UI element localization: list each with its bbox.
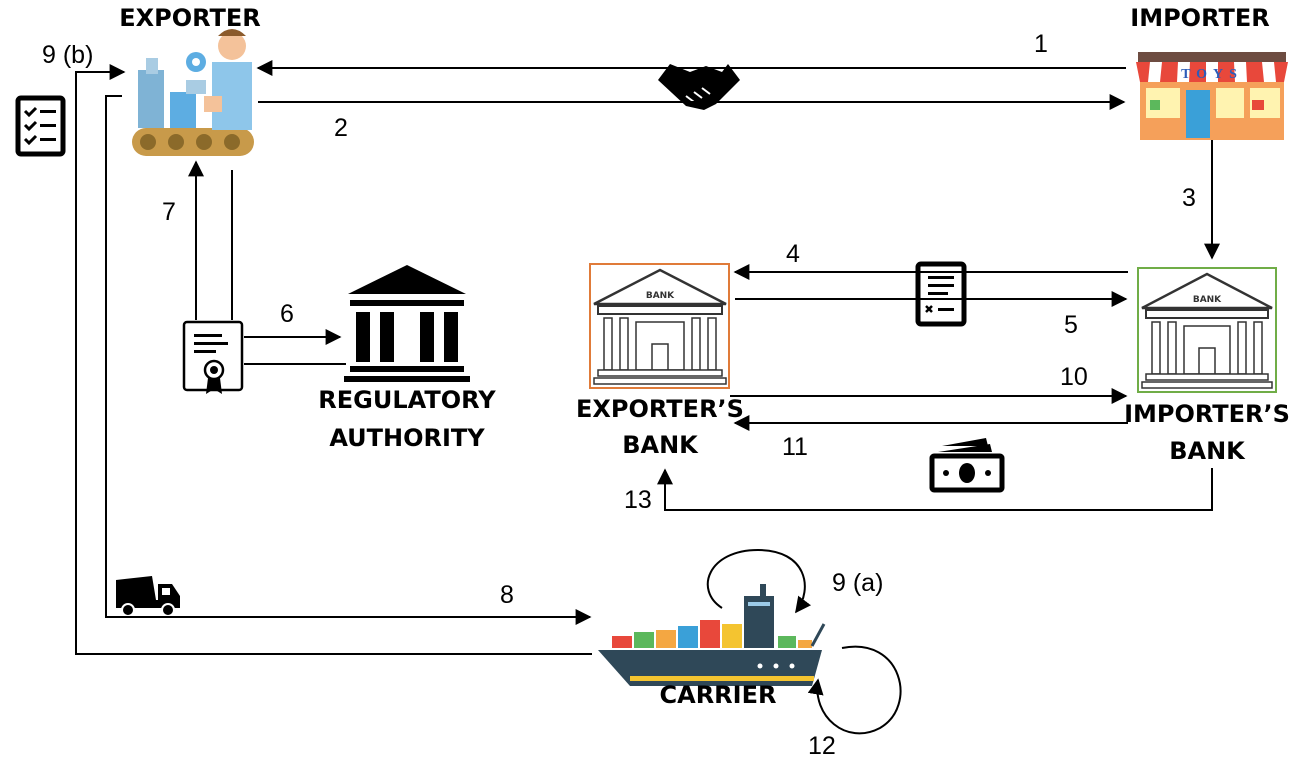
regulatory-label-line2: AUTHORITY	[329, 424, 485, 452]
bank-sign-text: BANK	[646, 291, 675, 301]
regulatory-label-line1: REGULATORY	[318, 386, 496, 414]
step-4-label: 4	[786, 240, 800, 268]
importers-bank-label-line1: IMPORTER’S	[1124, 400, 1290, 428]
exporters-bank-label-line1: EXPORTER’S	[576, 395, 744, 423]
importer-label: IMPORTER	[1130, 4, 1269, 32]
loop-step-12	[807, 645, 902, 735]
arrow-step-9b	[75, 64, 592, 655]
certificate-icon	[182, 320, 244, 394]
truck-icon	[116, 576, 180, 617]
step-9a-label: 9 (a)	[832, 569, 883, 597]
step-5-label: 5	[1064, 311, 1078, 339]
money-icon	[929, 438, 1005, 493]
loop-step-9a	[706, 548, 812, 614]
cargo-ship-icon	[598, 584, 826, 686]
exporters-bank-icon: BANK	[589, 263, 730, 389]
step-13-label: 13	[624, 486, 652, 514]
step-2-label: 2	[334, 114, 348, 142]
step-8-label: 8	[500, 581, 514, 609]
bank-sign-text: BANK	[1193, 295, 1222, 305]
importers-bank-label-line2: BANK	[1169, 437, 1246, 465]
exporters-bank-label-line2: BANK	[622, 431, 699, 459]
factory-worker-icon	[132, 29, 254, 156]
government-building-icon	[344, 265, 470, 382]
step-11-label: 11	[782, 433, 808, 461]
step-3-label: 3	[1182, 184, 1196, 212]
step-7-label: 7	[162, 198, 176, 226]
step-6-label: 6	[280, 300, 294, 328]
step-9b-label: 9 (b)	[42, 41, 93, 69]
arrow-step-8	[105, 95, 592, 625]
importers-bank-icon: BANK	[1137, 267, 1277, 393]
toys-sign-text: TOYS	[1181, 67, 1243, 82]
arrow-step-13	[657, 468, 1213, 511]
step-12-label: 12	[808, 732, 836, 760]
exporter-label: EXPORTER	[119, 4, 261, 32]
step-1-label: 1	[1034, 30, 1048, 58]
document-icon	[915, 261, 967, 327]
handshake-icon	[658, 64, 740, 110]
toy-shop-icon: TOYS	[1136, 52, 1288, 140]
carrier-label: CARRIER	[660, 681, 777, 709]
checklist-icon	[15, 95, 66, 157]
step-10-label: 10	[1060, 363, 1088, 391]
